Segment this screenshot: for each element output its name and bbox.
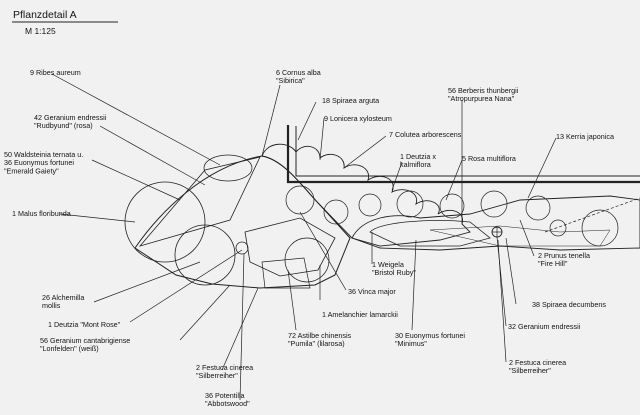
plant-label-line: 36 Potentilla: [205, 391, 245, 400]
plant-label-line: 50 Waldsteinia ternata u.: [4, 150, 83, 159]
plant-label-line: "Minimus": [395, 339, 427, 348]
plan-scale: M 1:125: [25, 26, 56, 36]
plant-label-line: 1 Deutzia x: [400, 152, 436, 161]
plant-label-line: 56 Geranium cantabrigiense: [40, 336, 130, 345]
plant-label-p03: 50 Waldsteinia ternata u.36 Euonymus for…: [4, 150, 83, 175]
plant-label-line: 2 Festuca cinerea: [509, 358, 566, 367]
plant-label-line: 1 Amelanchier lamarckii: [322, 310, 398, 319]
plant-label-line: 6 Cornus alba: [276, 68, 321, 77]
plant-label-p17: 5 Rosa multiflora: [462, 154, 516, 163]
plant-label-p01: 9 Ribes aureum: [30, 68, 81, 77]
plant-label-line: 38 Spiraea decumbens: [532, 300, 606, 309]
plant-label-p21: 72 Astilbe chinensis"Pumila" (lilarosa): [288, 331, 352, 348]
plant-label-line: 72 Astilbe chinensis: [288, 331, 352, 340]
wall-outlines: [286, 125, 640, 184]
plant-label-p22: 30 Euonymus fortunei"Minimus": [395, 331, 465, 348]
plant-label-line: "Bristol Ruby": [372, 268, 416, 277]
planting-bed-west: [124, 154, 351, 289]
plant-label-line: mollis: [42, 301, 61, 310]
plant-label-line: "Fire Hill": [538, 259, 568, 268]
plant-label-line: 26 Alchemilla: [42, 293, 84, 302]
plant-label-line: 56 Berberis thunbergii: [448, 86, 519, 95]
plant-label-line: kalmiflora: [400, 160, 431, 169]
plant-label-line: "Silberreiher": [509, 366, 551, 375]
plant-label-p06: 1 Deutzia "Mont Rose": [48, 320, 121, 329]
plant-label-line: 2 Prunus tenella: [538, 251, 590, 260]
plant-label-line: "Abbotswood": [205, 399, 250, 408]
plant-label-line: "Emerald Gaiety": [4, 166, 59, 175]
plant-label-line: 1 Weigela: [372, 260, 404, 269]
plant-label-line: 2 Festuca cinerea: [196, 363, 253, 372]
plant-label-line: 36 Euonymus fortunei: [4, 158, 74, 167]
plant-label-line: 9 Ribes aureum: [30, 68, 81, 77]
plant-label-line: "Silberreiher": [196, 371, 238, 380]
plant-label-p02: 42 Geranium endressii"Rudbyund" (rosa): [34, 113, 107, 130]
plant-label-p07: 56 Geranium cantabrigiense"Lonfelden" (w…: [40, 336, 130, 353]
plant-label-p26: 2 Festuca cinerea"Silberreiher": [509, 358, 566, 375]
plant-label-p08: 2 Festuca cinerea"Silberreiher": [196, 363, 253, 380]
plant-label-line: "Atropurpurea Nana": [448, 94, 515, 103]
plant-label-line: 42 Geranium endressii: [34, 113, 107, 122]
planting-bed-east: [351, 195, 640, 251]
plant-label-p14: 56 Berberis thunbergii"Atropurpurea Nana…: [448, 86, 519, 103]
plant-label-line: 1 Deutzia "Mont Rose": [48, 320, 121, 329]
plant-label-line: 5 Rosa multiflora: [462, 154, 516, 163]
plant-label-p19: 36 Vinca major: [348, 287, 396, 296]
plant-label-p24: 38 Spiraea decumbens: [532, 300, 606, 309]
plant-label-line: 7 Colutea arborescens: [389, 130, 462, 139]
leader-lines: [51, 73, 557, 401]
plan-title: Pflanzdetail A: [13, 9, 77, 21]
plant-labels: 9 Ribes aureum 42 Geranium endressii"Rudb…: [4, 68, 614, 408]
plant-label-line: "Rudbyund" (rosa): [34, 121, 93, 130]
plant-label-p23: 2 Prunus tenella"Fire Hill": [538, 251, 590, 268]
plant-label-line: 18 Spiraea arguta: [322, 96, 379, 105]
plant-label-line: 30 Euonymus fortunei: [395, 331, 465, 340]
plant-label-p12: 9 Lonicera xylosteum: [324, 114, 392, 123]
plant-label-p04: 1 Malus floribunda: [12, 209, 71, 218]
plant-label-line: "Pumila" (lilarosa): [288, 339, 345, 348]
plant-label-p20: 1 Amelanchier lamarckii: [322, 310, 398, 319]
plant-label-line: 36 Vinca major: [348, 287, 396, 296]
plant-label-line: 13 Kerria japonica: [556, 132, 614, 141]
plant-label-p15: 13 Kerria japonica: [556, 132, 614, 141]
plant-label-p18: 1 Weigela"Bristol Ruby": [372, 260, 416, 277]
malus-tree-circle: [124, 181, 206, 263]
plant-label-p11: 18 Spiraea arguta: [322, 96, 379, 105]
plant-label-p25: 32 Geranium endressii: [508, 322, 581, 331]
plant-label-p13: 7 Colutea arborescens: [389, 130, 462, 139]
plant-label-p09: 36 Potentilla"Abbotswood": [205, 391, 250, 408]
plant-label-p10: 6 Cornus alba"Sibirica": [276, 68, 321, 85]
plant-label-line: 9 Lonicera xylosteum: [324, 114, 392, 123]
plant-label-line: 32 Geranium endressii: [508, 322, 581, 331]
plant-label-line: 1 Malus floribunda: [12, 209, 71, 218]
plant-label-line: "Lonfelden" (weiß): [40, 344, 99, 353]
plant-label-line: "Sibirica": [276, 76, 305, 85]
